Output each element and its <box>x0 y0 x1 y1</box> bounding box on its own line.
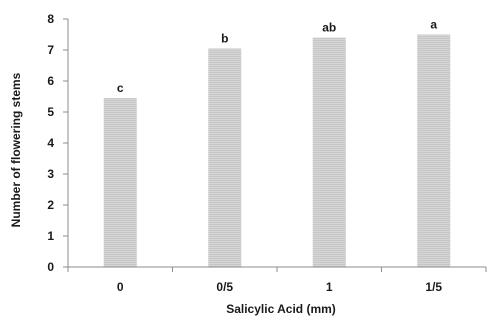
bar <box>103 98 137 267</box>
y-tick-label: 5 <box>47 105 54 119</box>
x-axis-ticks: 0 0/5 1 1/5 <box>67 267 487 294</box>
y-axis-title: Number of flowering stems <box>9 72 23 227</box>
y-tick-label: 8 <box>47 12 54 26</box>
x-tick-label: 0/5 <box>216 280 233 294</box>
y-tick-label: 1 <box>47 229 54 243</box>
x-tick-label: 1 <box>326 280 333 294</box>
bars: c b ab a <box>103 18 451 268</box>
y-tick-label: 6 <box>47 74 54 88</box>
bar-data-label: ab <box>322 21 336 35</box>
y-tick-label: 7 <box>47 43 54 57</box>
y-tick-label: 2 <box>47 198 54 212</box>
bar <box>417 34 451 267</box>
y-tick-label: 0 <box>47 260 54 274</box>
bar-data-label: b <box>221 31 228 45</box>
y-tick-label: 4 <box>47 136 54 150</box>
bar <box>312 37 346 267</box>
bar-data-label: a <box>430 18 437 32</box>
bar-data-label: c <box>117 81 124 95</box>
x-tick-label: 1/5 <box>425 280 442 294</box>
y-axis-ticks: 0 1 2 3 4 5 6 7 8 <box>47 12 68 274</box>
y-tick-label: 3 <box>47 167 54 181</box>
bar <box>208 48 242 268</box>
x-axis-title: Salicylic Acid (mm) <box>226 302 336 316</box>
x-tick-label: 0 <box>117 280 124 294</box>
